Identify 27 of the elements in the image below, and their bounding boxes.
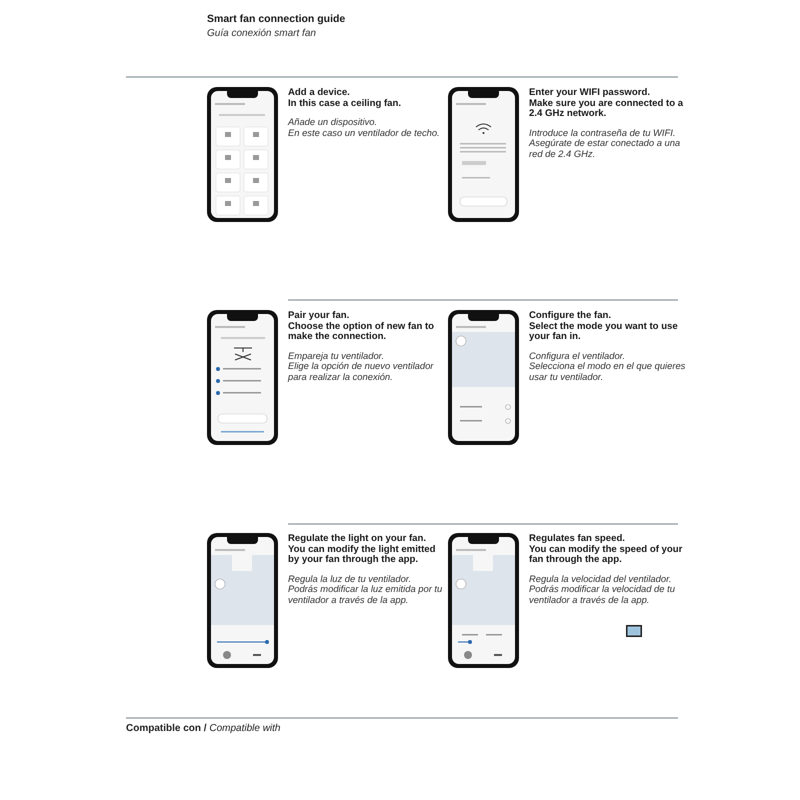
step-heading: Configure the fan. [529,311,612,322]
step-instruction-translation: Podrás modificar la velocidad de tu ventilador a través de la app. [529,584,676,605]
step-instruction: You can modify the light emitted by your fan through the app. [288,544,436,566]
step-heading: Enter your WIFI password. [529,88,652,98]
step-instruction-translation: Selecciona el modo en el que quieres usar tu ventilador. [529,361,686,382]
step-instruction-translation: En este caso un ventilador de techo. [288,128,441,138]
compatibility-note: Compatible con / Compatible with [126,723,280,734]
guide-title: Smart fan connection guide [207,13,346,25]
guide-subtitle: Guía conexión smart fan [207,28,316,39]
step-heading: Regulate the light on your fan. [288,534,428,544]
step-heading: Add a device. [288,88,351,98]
step-instruction: You can modify the speed of your fan through the app. [529,544,684,566]
step-heading-translation: Añade un dispositivo. [288,117,378,128]
step-instruction: In this case a ceiling fan. [288,98,402,109]
step-heading-translation: Regula la velocidad del ventilador. [529,574,672,584]
step-instruction: Choose the option of new fan to make the connection. [288,322,436,342]
step-instruction-translation: Elige la opción de nuevo ventilador para realizar la conexión. [288,361,435,382]
step-heading-translation: Introduce la contraseña de tu WIFI. [529,128,676,138]
step-heading: Regulates fan speed. [529,534,626,544]
step-heading-translation: Empareja tu ventilador. [288,350,386,361]
step-heading-translation: Configura el ventilador. [529,350,626,361]
step-instruction: Make sure you are connected to a 2.4 GHz network. [529,98,684,120]
step-instruction: Select the mode you want to use your fan in. [529,322,679,342]
step-instruction-translation: Podrás modificar la luz emitida por tu ventilador a través de la app. [288,584,444,605]
step-heading: Pair your fan. [288,311,350,322]
step-instruction-translation: Asegúrate de estar conectado a una red de 2.4 GHz. [529,138,682,159]
step-heading-translation: Regula la luz de tu ventilador. [288,574,412,584]
